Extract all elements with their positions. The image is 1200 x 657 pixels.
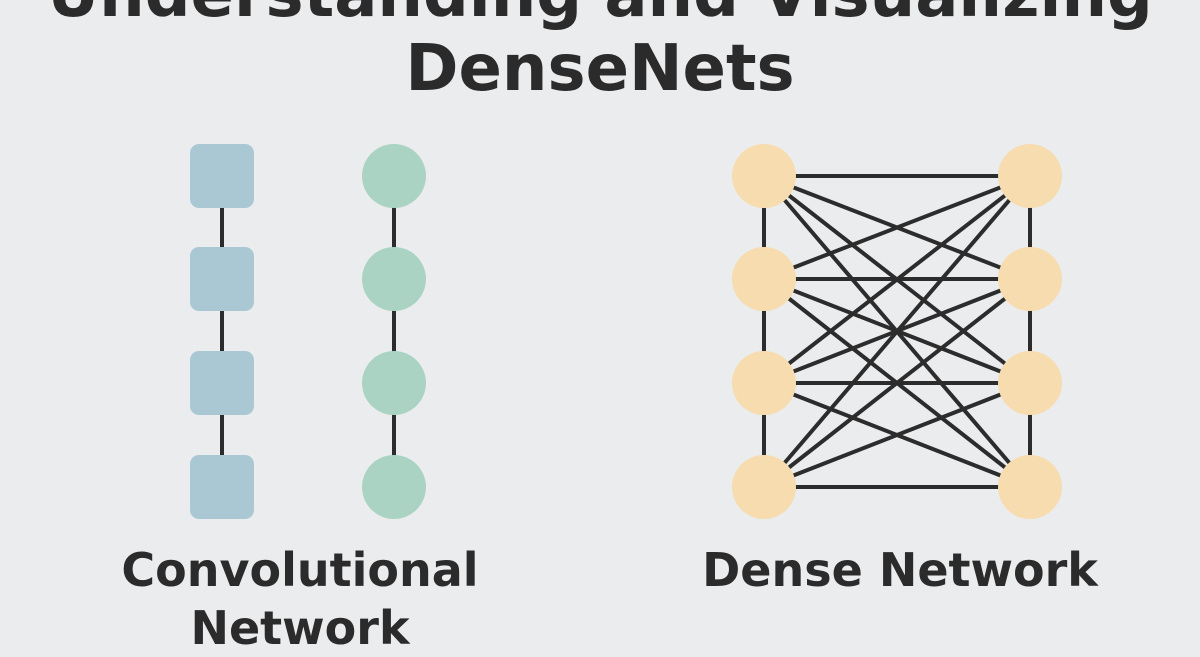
- network-diagram: [190, 144, 1062, 519]
- conv-circle-node: [362, 247, 426, 311]
- dense-connection-edge: [762, 174, 1032, 281]
- convolutional-network-caption-line-2: Network: [190, 601, 410, 655]
- dense-output-node: [998, 455, 1062, 519]
- conv-square-node: [190, 351, 254, 415]
- convolutional-network-caption-line-1: Convolutional: [121, 543, 479, 597]
- conv-circle-node: [362, 455, 426, 519]
- dense-input-node: [732, 247, 796, 311]
- conv-circle-node: [362, 351, 426, 415]
- dense-network-caption: Dense Network: [702, 543, 1098, 597]
- dense-connection-edge: [762, 277, 1032, 489]
- page-title-line-1: Understanding and Visualizing: [0, 0, 1200, 35]
- dense-input-node: [732, 455, 796, 519]
- conv-square-node: [190, 455, 254, 519]
- conv-square-node: [190, 144, 254, 208]
- dense-network-diagram: [732, 144, 1062, 519]
- conv-circle-node: [362, 144, 426, 208]
- dense-output-node: [998, 247, 1062, 311]
- dense-connection-edge: [762, 381, 1032, 489]
- dense-output-node: [998, 351, 1062, 415]
- dense-connection-edge: [762, 174, 1032, 489]
- dense-input-node: [732, 144, 796, 208]
- dense-input-node: [732, 351, 796, 415]
- conv-square-node: [190, 247, 254, 311]
- dense-output-node: [998, 144, 1062, 208]
- page-title-line-2: DenseNets: [405, 32, 795, 106]
- convolutional-network-diagram: [190, 144, 426, 519]
- dense-connection-edge: [762, 174, 1032, 385]
